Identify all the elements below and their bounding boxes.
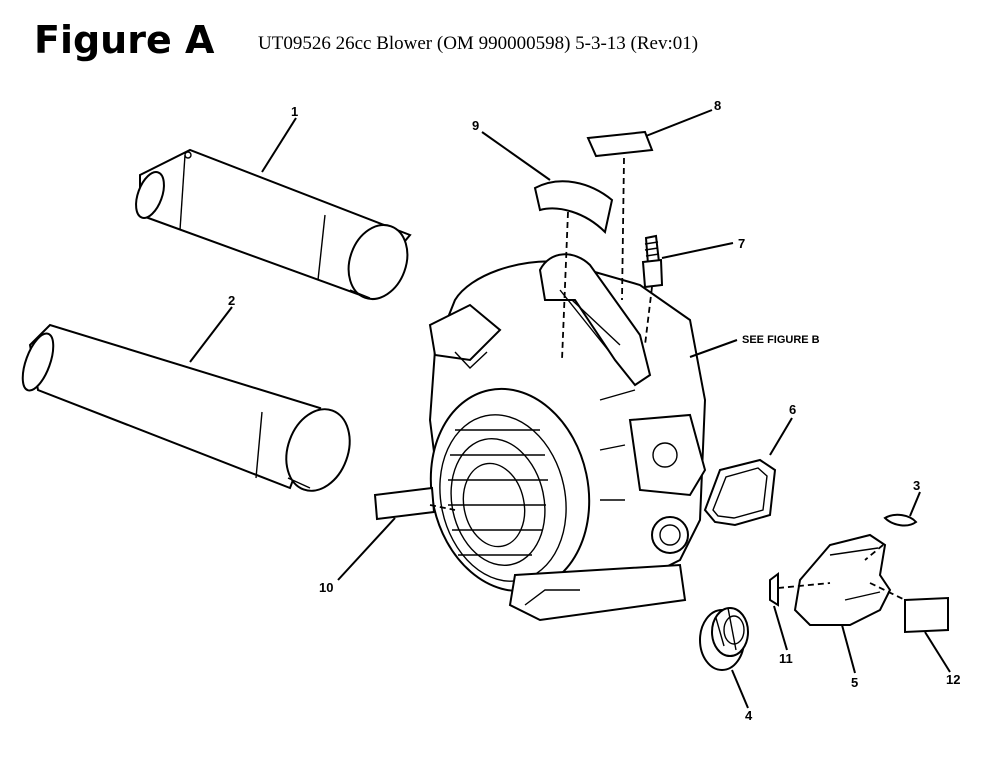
- callout-4: 4: [745, 708, 753, 723]
- part-3-clip: [883, 513, 918, 527]
- part-1-upper-tube: [135, 148, 412, 300]
- callout-7: 7: [738, 236, 745, 251]
- part-9-label: [533, 180, 614, 234]
- callout-1: 1: [291, 104, 298, 119]
- figure-title: Figure A: [34, 18, 215, 62]
- leader-lines: [189, 109, 951, 709]
- callout-10: 10: [319, 580, 333, 595]
- callout-5: 5: [851, 675, 858, 690]
- callout-3: 3: [913, 478, 920, 493]
- callout-6: 6: [789, 402, 796, 417]
- figure-subtitle: UT09526 26cc Blower (OM 990000598) 5-3-1…: [258, 33, 699, 54]
- part-6-gasket: [703, 458, 777, 527]
- part-11-label: [769, 572, 779, 607]
- part-5-filter-cover: [793, 533, 892, 626]
- part-7-spark-plug: [641, 234, 664, 289]
- part-2-lower-tube: [21, 323, 351, 492]
- see-figure-b-callout: SEE FIGURE B: [742, 334, 820, 346]
- callout-8: 8: [714, 98, 721, 113]
- part-10-label: [373, 486, 436, 521]
- part-8-label: [586, 130, 654, 158]
- callout-12: 12: [946, 672, 960, 687]
- part-12-label: [904, 596, 949, 634]
- assembly-lines: [429, 157, 906, 601]
- part-4-primer-cap: [699, 607, 749, 671]
- callout-9: 9: [472, 118, 479, 133]
- callout-2: 2: [228, 293, 235, 308]
- callout-11: 11: [779, 651, 793, 666]
- blower-body: [428, 253, 707, 622]
